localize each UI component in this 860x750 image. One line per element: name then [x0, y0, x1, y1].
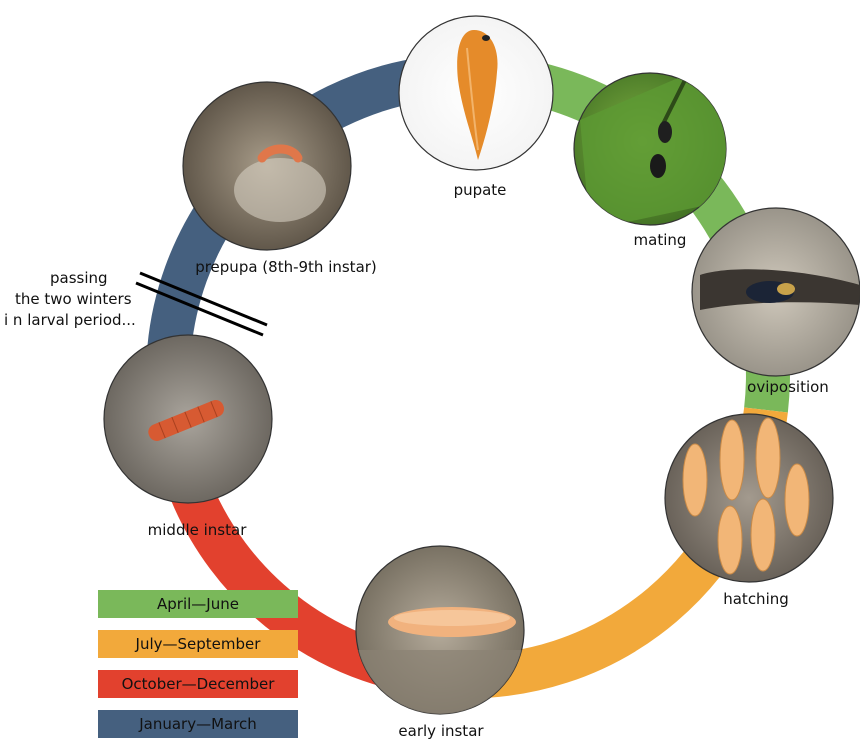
- label-middle-instar: middle instar: [148, 521, 248, 539]
- label-prepupa: prepupa (8th-9th instar): [195, 258, 377, 276]
- note-line-1: passing: [50, 269, 108, 287]
- hatching-photo: [665, 414, 833, 582]
- label-mating: mating: [634, 231, 687, 249]
- legend-item-july-september: July—September: [98, 630, 298, 658]
- label-oviposition: oviposition: [747, 378, 829, 396]
- note-line-3: i n larval period...: [4, 311, 136, 329]
- label-hatching: hatching: [723, 590, 789, 608]
- legend-item-april-june: April—June: [98, 590, 298, 618]
- prepupa-photo: [183, 82, 351, 250]
- legend-item-january-march: January—March: [98, 710, 298, 738]
- label-early-instar: early instar: [398, 722, 484, 740]
- legend-label: October—December: [122, 675, 275, 693]
- season-legend: April—June July—September October—Decemb…: [98, 590, 298, 750]
- middle-instar-photo: [104, 335, 272, 503]
- legend-item-october-december: October—December: [98, 670, 298, 698]
- pupate-photo: [399, 16, 553, 170]
- note-line-2: the two winters: [15, 290, 132, 308]
- legend-label: April—June: [157, 595, 239, 613]
- legend-label: July—September: [136, 635, 261, 653]
- legend-label: January—March: [139, 715, 257, 733]
- label-pupate: pupate: [454, 181, 507, 199]
- oviposition-photo: [692, 208, 860, 376]
